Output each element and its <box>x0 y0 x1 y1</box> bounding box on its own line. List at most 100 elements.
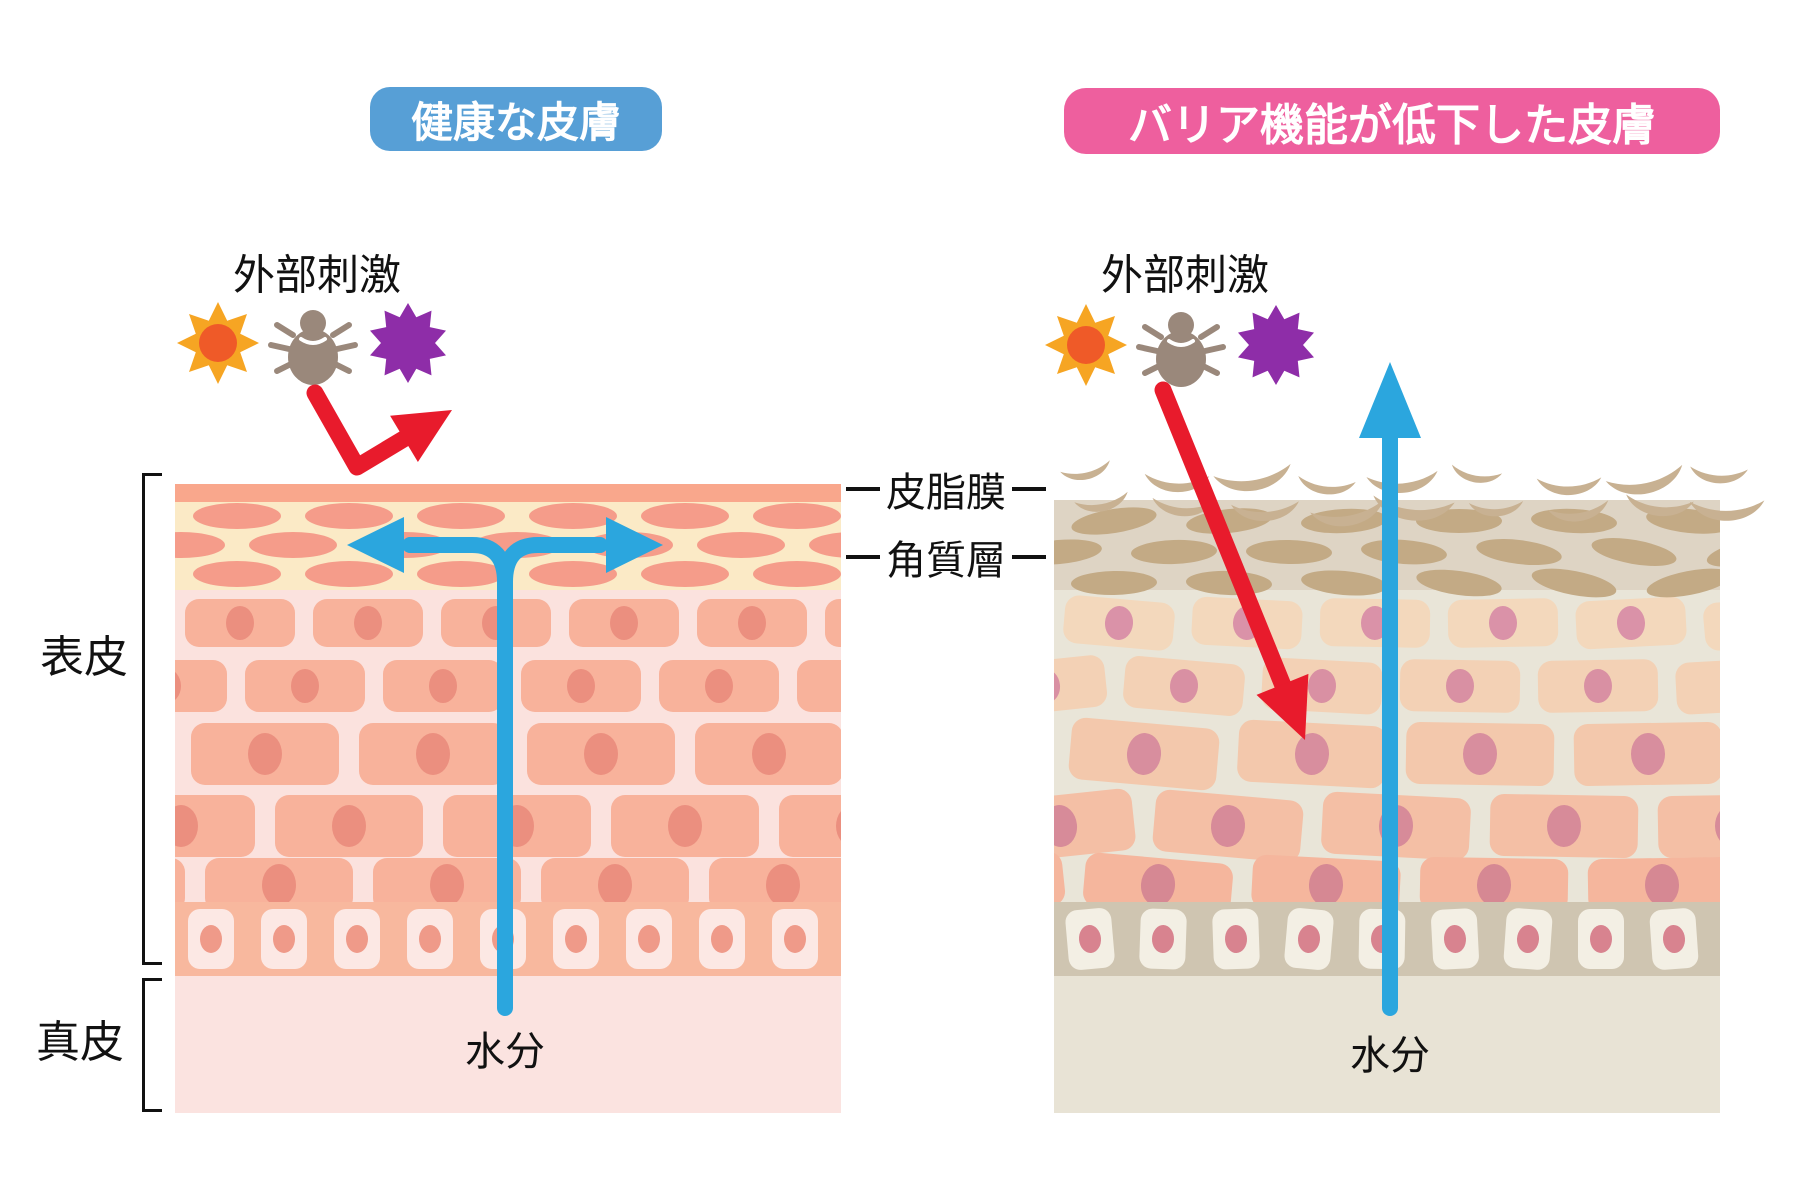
cell-nucleus <box>738 606 766 640</box>
label-connector-lines <box>846 487 1046 559</box>
cell-nucleus <box>1445 669 1475 703</box>
basal-nucleus <box>200 925 222 953</box>
basal-nucleus <box>711 925 733 953</box>
basal-nucleus <box>1151 925 1175 953</box>
basal-nucleus <box>346 925 368 953</box>
barrier-skin-title: バリア機能が低下した皮膚 <box>1128 101 1656 150</box>
skin-cell <box>1740 719 1800 789</box>
corneum-cell <box>417 561 505 587</box>
cell-nucleus <box>1104 606 1134 640</box>
sebum-flake <box>1144 473 1210 493</box>
cell-nucleus <box>175 672 181 700</box>
sebum-flake <box>1690 466 1748 484</box>
corneum-cell <box>1591 538 1677 566</box>
cell-nucleus <box>1583 669 1613 703</box>
mite-mark <box>299 337 327 345</box>
cell-nucleus <box>1616 606 1646 640</box>
sebum-flake <box>1547 500 1609 522</box>
barrier-skin-badge: バリア機能が低下した皮膚 <box>1064 88 1720 154</box>
dermis-label: 真皮 <box>36 1018 124 1067</box>
mite-head <box>300 310 326 336</box>
basal-nucleus <box>1078 925 1102 953</box>
allergen-star <box>370 303 446 383</box>
skin-cell <box>1675 657 1720 715</box>
sebum-flake <box>1689 500 1765 521</box>
cell-nucleus <box>1054 805 1078 847</box>
sebum-flake <box>1626 494 1694 517</box>
cell-nucleus <box>981 669 1009 703</box>
basal-nucleus <box>1224 925 1248 953</box>
corneum-cell <box>641 561 729 587</box>
corneum-cell <box>1246 539 1332 565</box>
cell-nucleus <box>567 669 595 703</box>
sebum-flake <box>1074 491 1128 512</box>
sun-icon <box>1045 304 1127 386</box>
cell-nucleus <box>1721 668 1751 703</box>
cell-nucleus <box>752 733 786 775</box>
sun-core <box>199 324 237 362</box>
basal-nucleus <box>273 925 295 953</box>
corneum-cell <box>697 532 785 558</box>
cell-nucleus <box>610 606 638 640</box>
skin-cell <box>863 723 1011 785</box>
penetrating-stimuli-arrow-shaft <box>1154 381 1296 704</box>
cell-nucleus <box>705 669 733 703</box>
corneum-cell <box>1131 539 1217 565</box>
skin-cell <box>825 599 841 647</box>
cell-nucleus <box>668 805 702 847</box>
basal-nucleus <box>565 925 587 953</box>
skin-cell <box>779 795 841 857</box>
skin-cell <box>797 660 841 712</box>
cell-nucleus <box>1546 805 1582 847</box>
cell-nucleus <box>262 864 296 906</box>
corneum-cell <box>753 561 841 587</box>
cell-nucleus <box>291 669 319 703</box>
cell-nucleus <box>1140 864 1176 906</box>
cell-nucleus <box>994 606 1022 640</box>
skin-cell <box>1755 854 1800 916</box>
mite-legs <box>268 322 358 374</box>
corneum-cell <box>753 503 841 529</box>
skin-cell <box>935 660 1055 712</box>
moisture-label-right: 水分 <box>1350 1034 1430 1078</box>
mite-icon <box>1136 312 1226 387</box>
sebum-flake <box>1231 501 1299 521</box>
cell-nucleus <box>1488 606 1518 640</box>
allergen-icon <box>1238 305 1314 385</box>
cell-nucleus <box>843 669 871 703</box>
sebum-flake <box>1152 497 1214 517</box>
allergen-icon <box>370 303 446 383</box>
corneum-cell <box>809 532 841 558</box>
sebum-flake <box>1536 477 1602 496</box>
sebum-flake <box>1451 464 1503 483</box>
corneum-cell <box>1531 568 1617 598</box>
healthy-skin-diagram <box>175 484 1063 1113</box>
cell-nucleus <box>1744 605 1775 641</box>
corneum-cell <box>529 561 617 587</box>
cell-nucleus <box>248 733 282 775</box>
moisture-spread-right-head <box>606 517 663 573</box>
skin-cell <box>1054 655 1108 717</box>
cell-nucleus <box>934 864 968 906</box>
allergen-star <box>1238 305 1314 385</box>
external-stimuli-label-left: 外部刺激 <box>232 251 402 299</box>
cell-nucleus <box>430 864 464 906</box>
cell-nucleus <box>226 606 254 640</box>
basal-nucleus <box>1297 925 1321 953</box>
sebum-flake <box>1468 501 1524 517</box>
basal-nucleus <box>1590 925 1612 953</box>
corneum-cell <box>1054 539 1102 565</box>
corneum-cell <box>641 503 729 529</box>
cell-nucleus <box>920 733 954 775</box>
blocked-stimuli-arrow-head <box>390 410 452 462</box>
skin-cell <box>175 660 227 712</box>
skin-cell <box>934 593 1048 652</box>
external-stimuli-label-right: 外部刺激 <box>1100 251 1270 299</box>
skin-cell <box>953 599 1063 647</box>
cell-nucleus <box>332 805 366 847</box>
sebum-flake <box>1213 463 1291 491</box>
dermis-bracket <box>142 978 162 1112</box>
corneum-cell <box>193 561 281 587</box>
sebum-flake <box>1310 499 1384 527</box>
